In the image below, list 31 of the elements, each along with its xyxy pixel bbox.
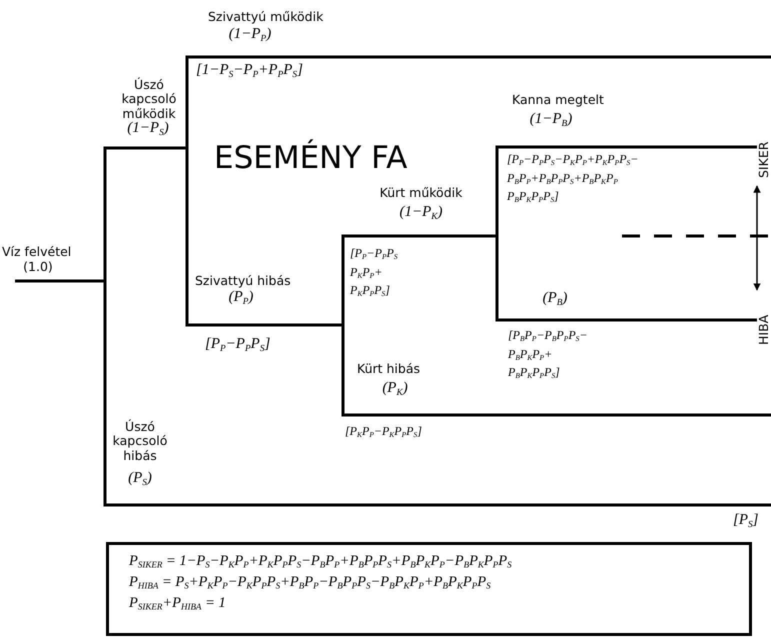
equation: P$_{SIKER}$ = 1−P$_{S}$−P$_{K}$P$_{P}$+P$_{K}$P$_{P}$P$_{S}$−P$_{B}$P$_{P}$+P$_{B}$P$_{P}$P$_{S}$+P$_{B}$P$_{K}$P$_{P}$−P$_{B}$P$_{K}$P$_{P}$P$_{S}$ [129, 552, 513, 572]
branch-label: Úszó kapcsoló működik [122, 78, 176, 122]
path-probability: [P$_{P}$−P$_{P}$P$_{S}$ P$_{K}$P$_{P}$+ P$_{K}$P$_{P}$P$_{S}$] [350, 245, 398, 300]
probability: (P$_{S}$) [128, 470, 152, 488]
probability: (1−P$_{S}$) [127, 120, 169, 138]
probability: (1.0) [23, 260, 53, 274]
outcome-label: HIBA [757, 314, 771, 345]
branch-label: Víz felvétel [2, 245, 72, 260]
path-probability: [P$_{P}$−P$_{P}$P$_{S}$−P$_{K}$P$_{P}$+P$_{K}$P$_{P}$P$_{S}$− P$_{B}$P$_{P}$+P$_{B}$P$_{P}$P$_{S}$+P$_{B}$P$_{K}$P$_{P}$ P$_{B}$P$_{K}$P$_{P}$P$_{S}$] [507, 151, 638, 206]
branch-label: Szivattyú működik [208, 10, 324, 24]
path-probability: [1−P$_{S}$−P$_{P}$+P$_{P}$P$_{S}$] [196, 62, 303, 80]
path-probability: [P$_{S}$] [733, 512, 758, 530]
branch-label: Kürt hibás [357, 362, 420, 376]
probability: (P$_{P}$) [228, 289, 254, 306]
equation: P$_{SIKER}$+P$_{HIBA}$ = 1 [129, 594, 227, 614]
outcome-label: SIKER [757, 142, 771, 178]
probability: (1−P$_{P}$) [228, 26, 272, 44]
formula-box [106, 542, 752, 636]
path-probability: [P$_{P}$−P$_{P}$P$_{S}$] [205, 336, 270, 354]
probability: (P$_{K}$) [382, 380, 408, 398]
equation: P$_{HIBA}$ = P$_{S}$+P$_{K}$P$_{P}$−P$_{K}$P$_{P}$P$_{S}$+P$_{B}$P$_{P}$−P$_{B}$P$_{P}$P$_{S}$−P$_{B}$P$_{K}$P$_{P}$+P$_{B}$P$_{K}$P$_{P}$P$_{S}$ [129, 573, 492, 593]
branch-label: Úszó kapcsoló hibás [112, 420, 168, 464]
branch-label: Kanna megtelt [512, 93, 604, 108]
probability: (1−P$_{B}$) [530, 111, 572, 128]
probability: (P$_{B}$) [542, 290, 568, 308]
diagram-title: ESEMÉNY FA [214, 140, 408, 176]
probability: (1−P$_{K}$) [400, 204, 442, 222]
path-probability: [P$_{K}$P$_{P}$−P$_{K}$P$_{P}$P$_{S}$] [345, 425, 422, 439]
branch-label: Szivattyú hibás [195, 274, 291, 288]
path-probability: [P$_{B}$P$_{P}$−P$_{B}$P$_{P}$P$_{S}$− P$_{B}$P$_{K}$P$_{P}$+ P$_{B}$P$_{K}$P$_{P}$P$_{S}$] [508, 327, 588, 382]
branch-label: Kürt működik [380, 186, 462, 200]
